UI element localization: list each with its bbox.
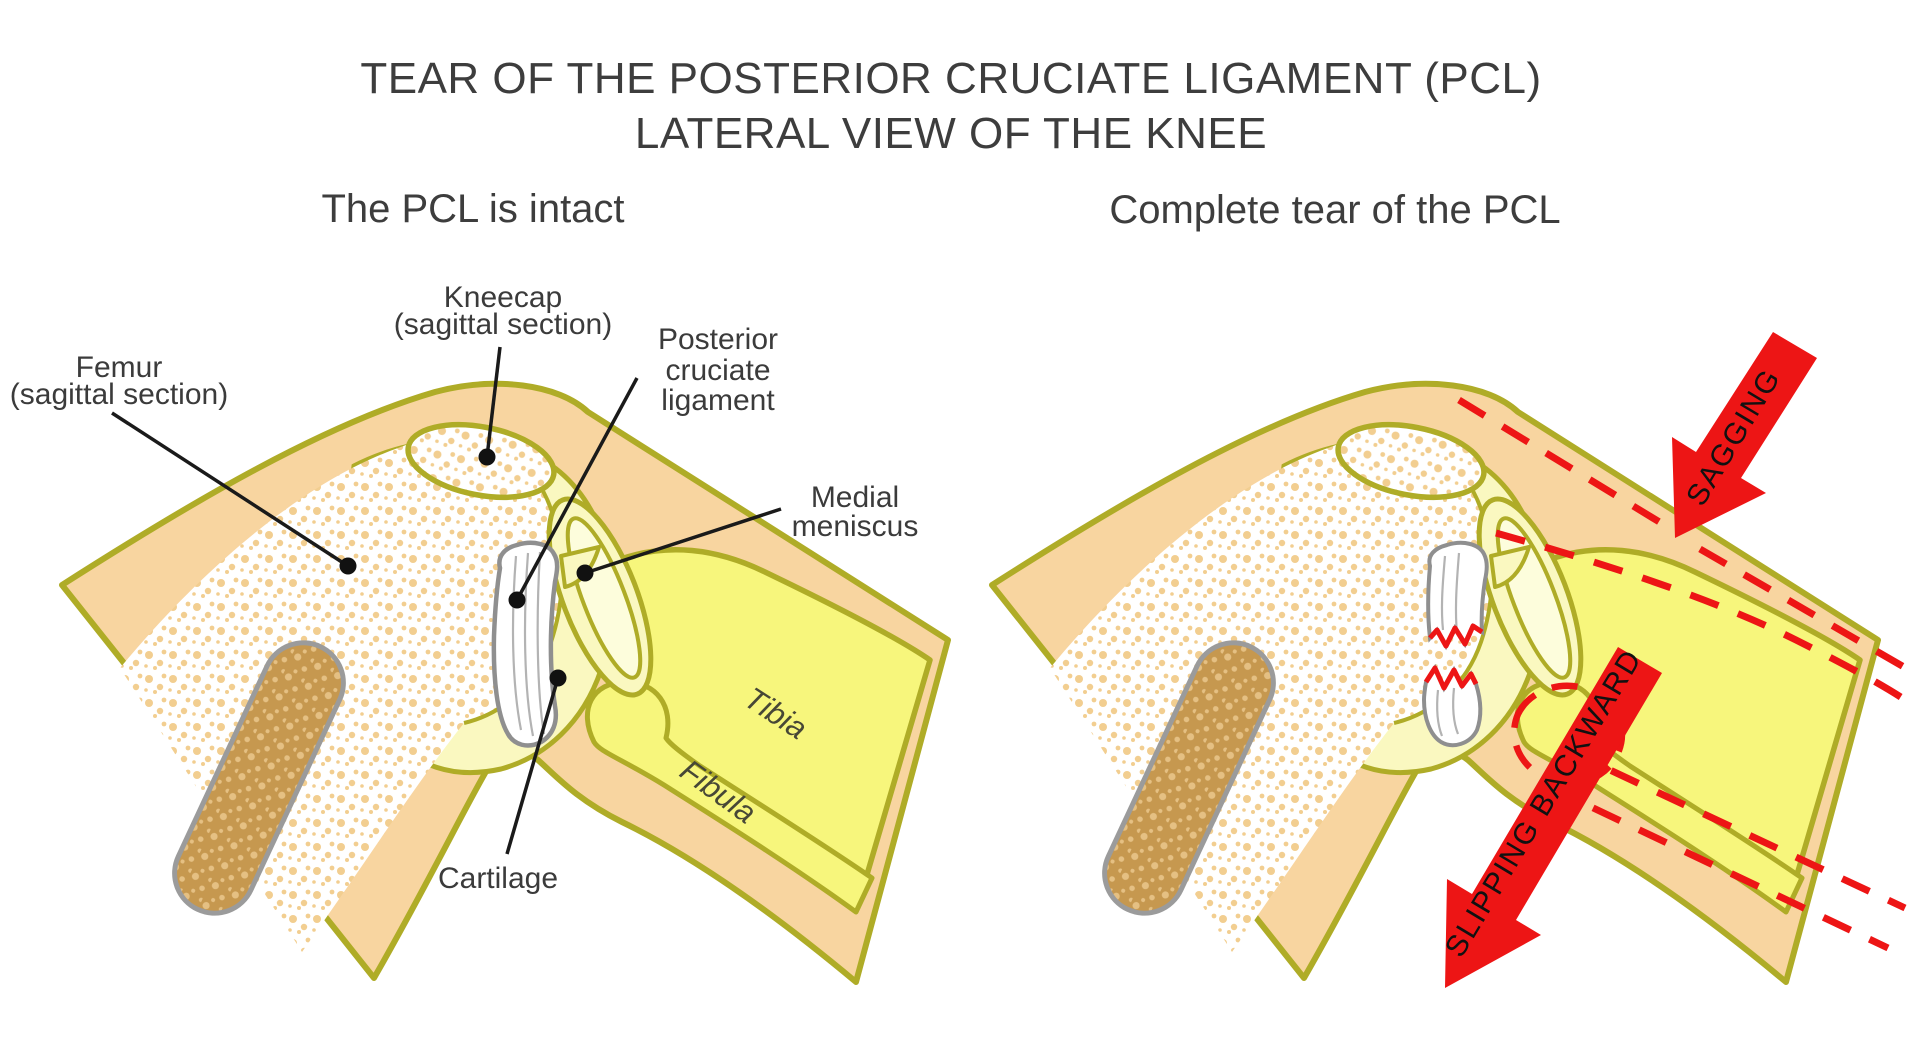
right-panel: SAGGING SLIPPING BACKWARD	[992, 332, 1920, 988]
slipping-backward-arrow	[1445, 647, 1662, 988]
femur-label-line2: (sagittal section)	[10, 378, 228, 411]
meniscus-leader-line	[584, 507, 782, 575]
sagging-arrow	[1672, 332, 1817, 538]
shin-displaced-line-lower	[1545, 782, 1890, 952]
pcl-label-line1: Posterior	[658, 323, 778, 356]
meniscus-label-line2: meniscus	[792, 510, 919, 543]
sagging-contour-dashed-line	[1495, 529, 1920, 711]
meniscus-leader-dot	[576, 564, 594, 582]
right-panel-title: Complete tear of the PCL	[1109, 188, 1560, 232]
left-panel: Kneecap (sagittal section) Femur (sagitt…	[10, 281, 948, 982]
meniscus-label-line1: Medial	[811, 481, 899, 514]
kneecap-label-line2: (sagittal section)	[394, 308, 612, 341]
kneecap-leader-dot	[478, 448, 496, 466]
main-title-line2: LATERAL VIEW OF THE KNEE	[635, 109, 1267, 158]
femur-leader-line	[111, 411, 349, 568]
pcl-leader-line	[515, 377, 639, 601]
pcl-fiber-line	[536, 551, 546, 735]
tear-mark-top	[1428, 623, 1484, 649]
kneecap-label-line1: Kneecap	[444, 281, 562, 314]
femur-leader-dot	[339, 557, 357, 575]
femur-label-line1: Femur	[76, 351, 163, 384]
cartilage-leader-line	[505, 677, 560, 855]
original-contour-dashed-line	[1457, 397, 1918, 678]
pcl-fiber-line	[511, 555, 523, 731]
pcl-label-line3: ligament	[661, 384, 775, 417]
pcl-fiber-line	[1452, 687, 1460, 735]
left-panel-title: The PCL is intact	[321, 187, 624, 231]
cartilage-label: Cartilage	[438, 862, 558, 895]
pcl-fiber-line	[1440, 555, 1447, 631]
tibia-displaced-outline	[1511, 682, 1626, 787]
pcl-ligament-intact	[491, 540, 560, 748]
leader-lines	[111, 346, 782, 855]
pcl-ligament-torn	[1421, 540, 1489, 748]
pcl-fiber-line	[1436, 689, 1444, 737]
tear-mark-bottom	[1423, 665, 1479, 691]
pcl-label-line2: cruciate	[665, 354, 770, 387]
main-title-line1: TEAR OF THE POSTERIOR CRUCIATE LIGAMENT …	[360, 54, 1541, 103]
cartilage-leader-dot	[549, 669, 567, 687]
kneecap-leader-line	[485, 346, 502, 458]
pcl-leader-dot	[508, 591, 526, 609]
pcl-fiber-line	[523, 552, 535, 737]
displacement-annotations	[1457, 397, 1920, 952]
sagging-arrow-group: SAGGING	[1672, 332, 1817, 538]
shin-displaced-line-upper	[1563, 745, 1907, 912]
